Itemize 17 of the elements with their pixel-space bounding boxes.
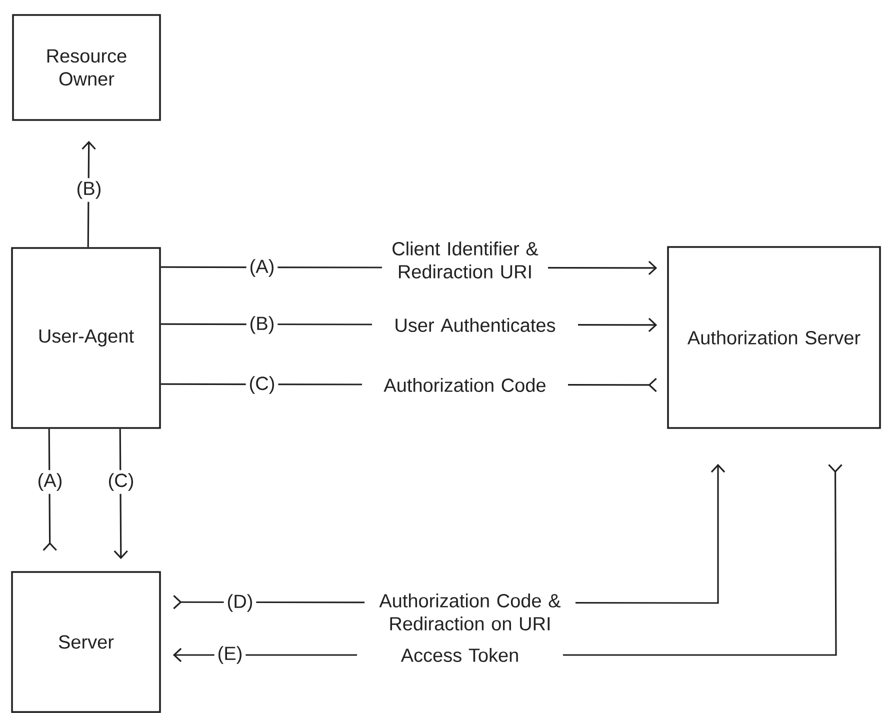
flow-label: Authorization Code & Rediraction on URI (364, 590, 576, 634)
flow-label: User Authenticates (372, 315, 578, 335)
edge-label: (D) (224, 591, 256, 615)
box: Resource Owner (12, 14, 161, 121)
edge-label: (B) (246, 313, 278, 337)
edge-label: (C) (104, 470, 138, 494)
flow-label: Access Token (357, 645, 563, 665)
box: User-Agent (11, 247, 161, 429)
edge-label: (C) (246, 373, 278, 397)
box: Server (11, 571, 161, 713)
edge-label: (B) (73, 178, 105, 202)
flow-label: Authorization Code (362, 375, 568, 395)
edge-label: (A) (246, 256, 278, 280)
edge-label: (E) (214, 643, 246, 667)
flow-label: Client Identifier & Rediraction URI (382, 238, 548, 282)
box: Authorization Server (667, 246, 881, 429)
edge-label: (A) (34, 470, 66, 494)
